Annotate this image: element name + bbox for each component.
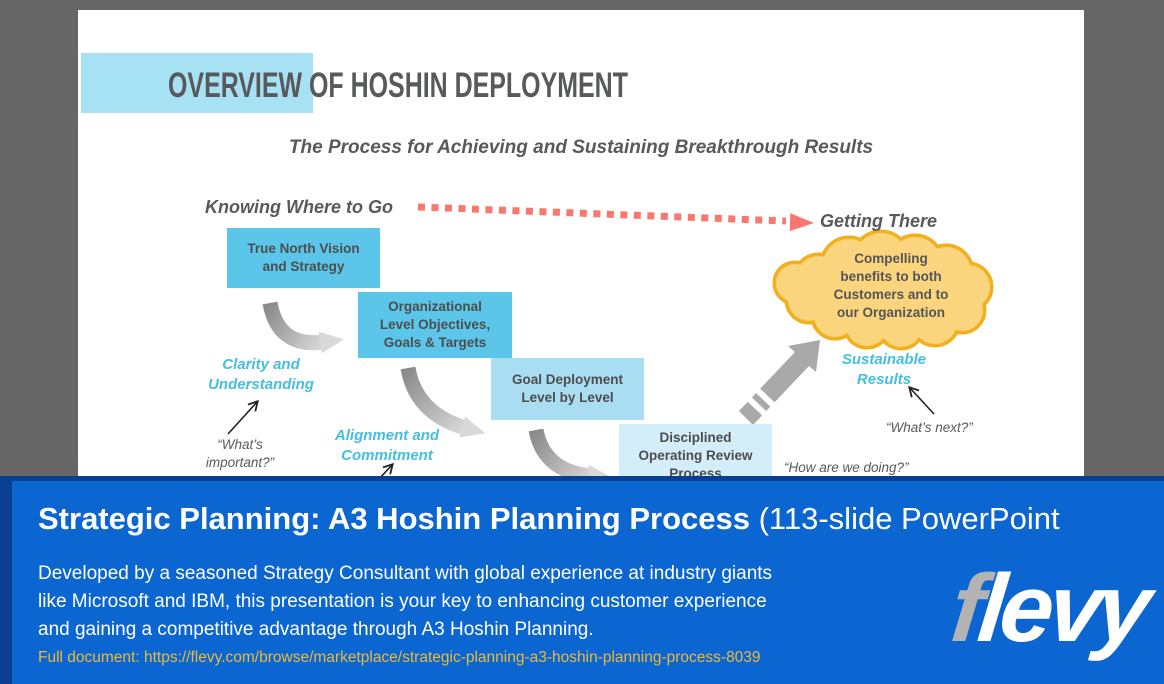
breakthrough-arrow — [739, 340, 820, 425]
product-title-suffix: (113-slide PowerPoint — [750, 501, 1060, 536]
product-banner-inner: Strategic Planning: A3 Hoshin Planning P… — [12, 481, 1164, 684]
flevy-logo-levy: levy — [973, 555, 1152, 662]
product-title-main: Strategic Planning: A3 Hoshin Planning P… — [38, 501, 750, 536]
product-description: Developed by a seasoned Strategy Consult… — [38, 563, 773, 640]
outcome-clarity-understanding: Clarity and Understanding — [208, 356, 314, 393]
step-goal-deployment: Goal Deployment Level by Level — [491, 358, 644, 420]
annotation-arrow-whats-important — [227, 399, 259, 435]
full-document-label: Full document: — [38, 649, 144, 666]
slide-subtitle: The Process for Achieving and Sustaining… — [288, 137, 874, 158]
journey-dotted-arrow — [417, 203, 814, 232]
label-knowing-where-to-go: Knowing Where to Go — [205, 197, 393, 217]
label-getting-there: Getting There — [820, 211, 938, 231]
cascade-arrow-3 — [528, 428, 612, 478]
step-true-north-vision: True North Vision and Strategy — [227, 228, 380, 288]
title-highlight-bar — [81, 53, 313, 113]
quote-whats-important: “What’s important?” — [205, 437, 275, 470]
full-document-line: Full document: https://flevy.com/browse/… — [38, 649, 1038, 667]
step-operating-review: Disciplined Operating Review Process — [619, 424, 772, 478]
slide-title: OVERVIEW OF HOSHIN DEPLOYMENT — [168, 65, 628, 105]
flevy-logo: flevy — [947, 555, 1152, 662]
cascade-arrow-1 — [262, 301, 344, 354]
annotation-arrow-whats-next — [908, 385, 935, 415]
outcome-sustainable-results: Sustainable Results — [841, 351, 927, 388]
cloud-benefits-text: Compelling benefits to both Customers an… — [833, 251, 949, 320]
product-banner: Strategic Planning: A3 Hoshin Planning P… — [0, 476, 1164, 684]
outcome-alignment-commitment: Alignment and Commitment — [334, 427, 440, 464]
product-title: Strategic Planning: A3 Hoshin Planning P… — [38, 501, 1164, 537]
quote-how-are-we-doing: “How are we doing?” — [784, 460, 909, 475]
step-organizational-objectives: Organizational Level Objectives, Goals &… — [358, 292, 512, 358]
slide-preview: OVERVIEW OF HOSHIN DEPLOYMENT The Proces… — [78, 10, 1084, 478]
cascade-arrow-2 — [400, 366, 486, 438]
full-document-url[interactable]: https://flevy.com/browse/marketplace/str… — [143, 649, 761, 666]
quote-whats-next: “What’s next?” — [886, 420, 973, 435]
